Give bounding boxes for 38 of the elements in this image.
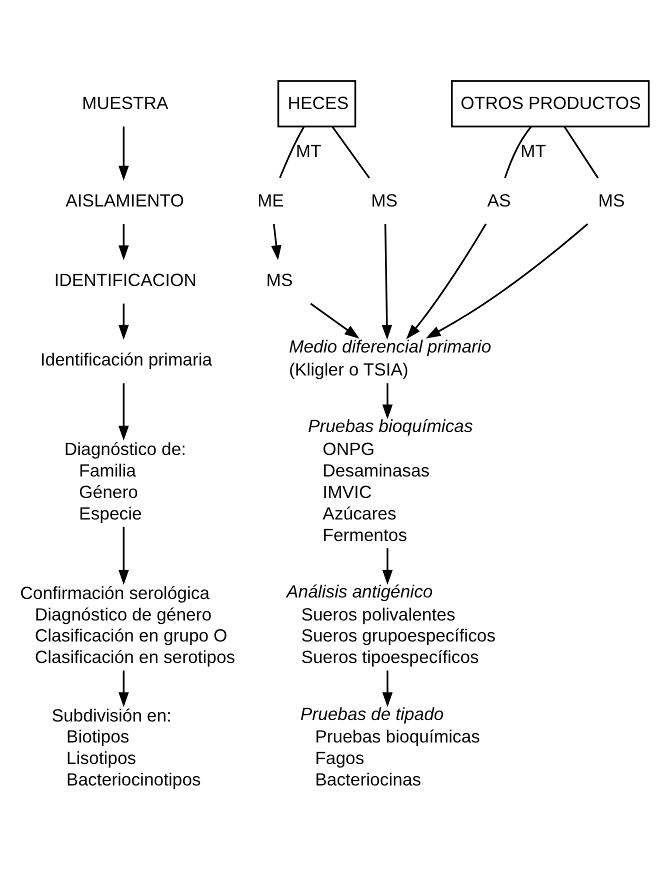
arrow bbox=[382, 548, 393, 584]
arrow bbox=[118, 224, 129, 260]
edge-label: MT bbox=[520, 140, 546, 161]
node-text: Pruebas de tipado Pruebas bioquímicas Fagos Bacteriocinas bbox=[300, 703, 480, 790]
arrow bbox=[382, 223, 392, 340]
node-text: MS bbox=[371, 190, 398, 210]
node-text: Diagnóstico de: Familia Género Especie bbox=[64, 438, 186, 523]
arrow bbox=[118, 382, 129, 440]
node-text: Subdivisión en: Biotipos Lisotipos Bacteriocinotipos bbox=[52, 704, 201, 790]
node-text: Medio diferencial primario (Kligler o TSIA) bbox=[289, 336, 492, 379]
connector bbox=[332, 126, 370, 178]
arrow bbox=[271, 223, 282, 260]
node-box: HECES bbox=[277, 80, 356, 127]
arrow bbox=[118, 303, 129, 340]
arrow bbox=[382, 382, 393, 419]
arrow bbox=[118, 670, 129, 707]
arrow bbox=[118, 126, 129, 180]
node-text: MUESTRA bbox=[82, 92, 168, 113]
node-text: IDENTIFICACION bbox=[54, 269, 196, 290]
connector bbox=[279, 126, 305, 178]
edge-label: MT bbox=[296, 140, 322, 161]
node-text: ME bbox=[257, 190, 284, 210]
connector bbox=[504, 126, 532, 178]
arrow bbox=[118, 526, 129, 584]
node-text: AISLAMIENTO bbox=[66, 190, 184, 210]
connector bbox=[564, 126, 599, 178]
arrow bbox=[310, 302, 360, 338]
node-text: AS bbox=[487, 190, 511, 210]
arrow bbox=[382, 670, 393, 707]
node-text: MS bbox=[266, 269, 293, 290]
node-text: MS bbox=[598, 190, 625, 210]
arrow bbox=[406, 222, 487, 339]
node-text: Identificación primaria bbox=[40, 348, 212, 369]
arrow bbox=[426, 222, 588, 338]
node-text: Análisis antigénico Sueros polivalentes Sueros grupoespecíficos Sueros tipoespecíficos bbox=[286, 581, 496, 667]
node-text: Pruebas bioquímicas ONPG Desaminasas IMVIC Azúcares Fermentos bbox=[308, 416, 473, 544]
node-box: OTROS PRODUCTOS bbox=[450, 80, 650, 127]
node-text: Confirmación serológica Diagnóstico de género Clasificación en grupo O Clasificación en serotipos bbox=[20, 582, 236, 667]
